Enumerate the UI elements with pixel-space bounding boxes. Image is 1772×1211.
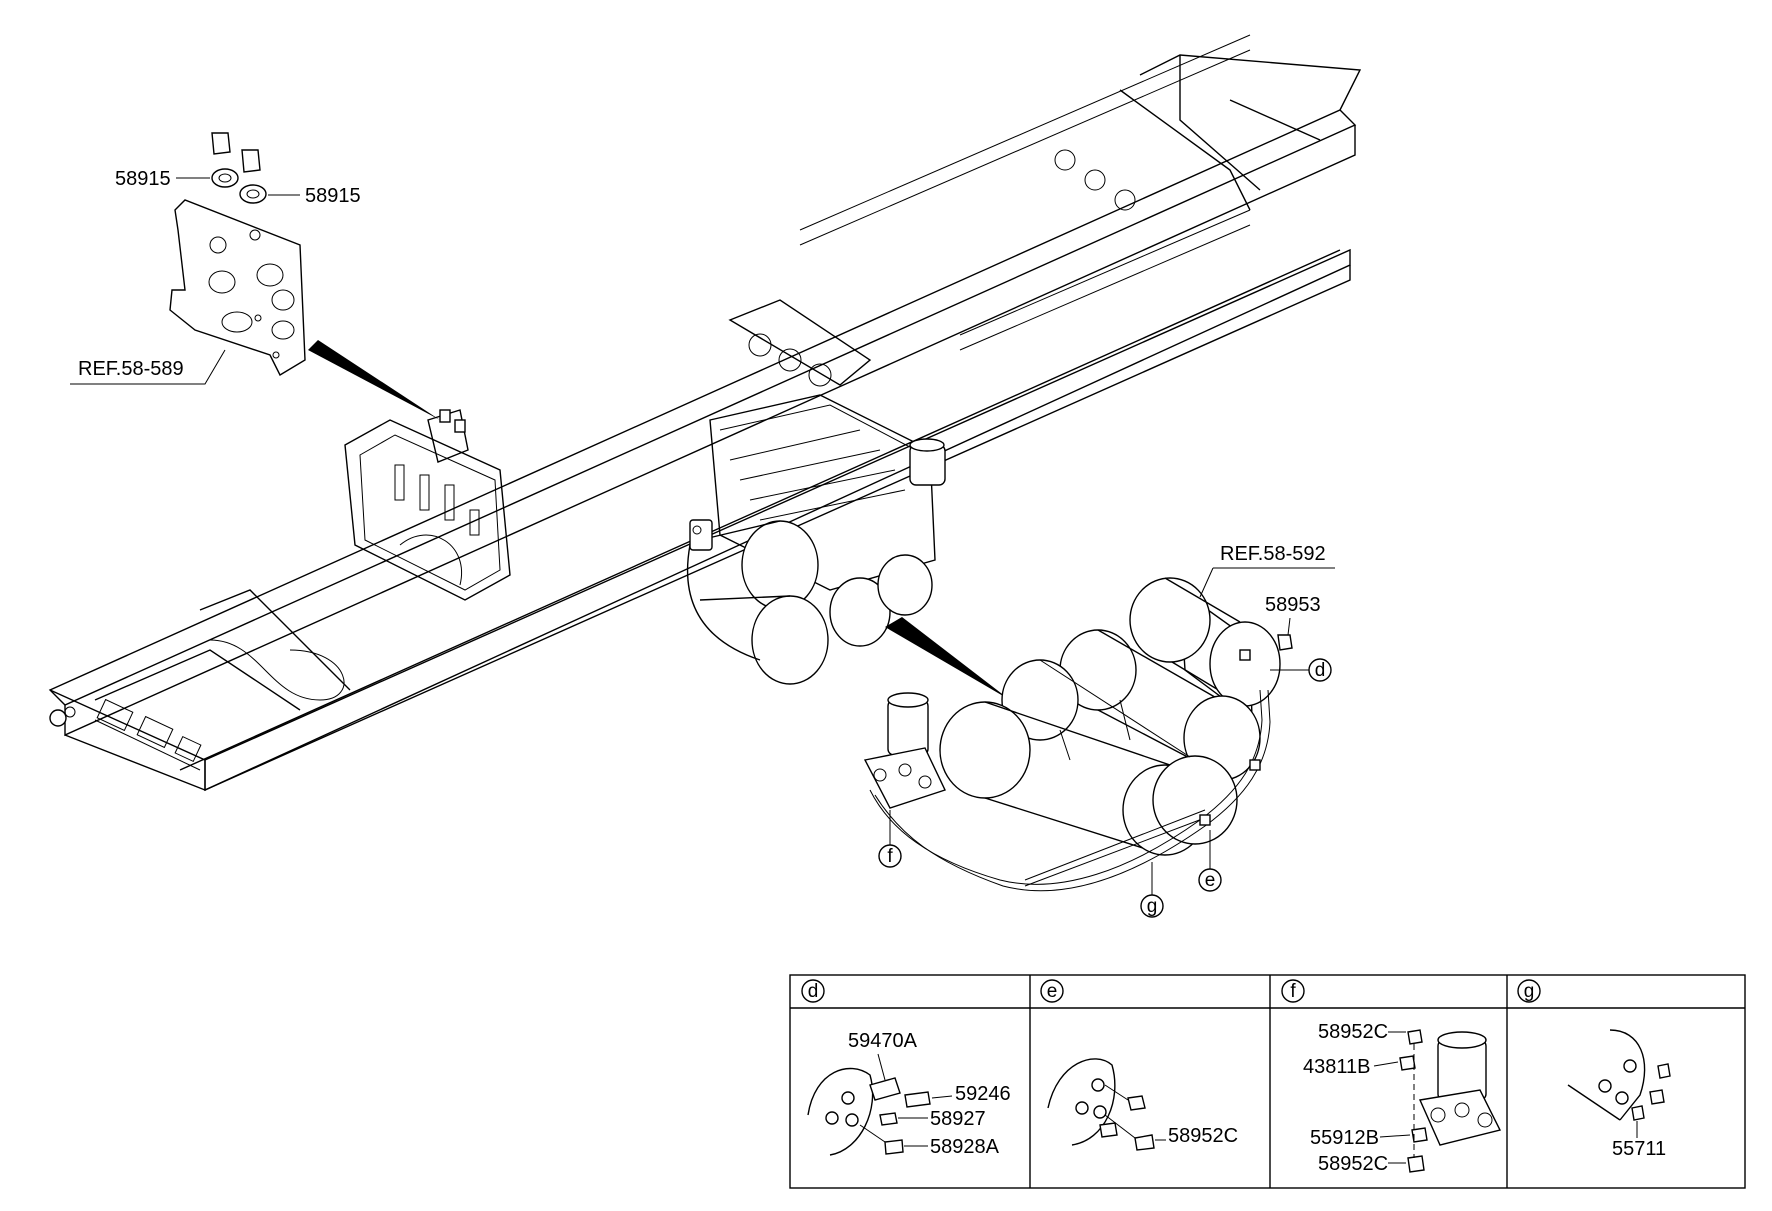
- label-59246: 59246: [955, 1083, 1011, 1105]
- label-58915-left: 58915: [115, 168, 171, 190]
- table-header-f: f: [1290, 981, 1296, 1002]
- callout-f: f: [887, 846, 893, 867]
- detail-table: [789, 974, 1746, 1189]
- chassis-frame: [48, 34, 1362, 792]
- callout-g: g: [1147, 896, 1158, 917]
- label-43811B: 43811B: [1303, 1056, 1370, 1078]
- label-58927: 58927: [930, 1108, 986, 1130]
- leader-ref-58-589: [70, 349, 226, 385]
- exploded-air-tanks: [863, 577, 1281, 892]
- label-58953: 58953: [1265, 594, 1321, 616]
- table-header-d-circle: [801, 979, 825, 1003]
- table-header-f-circle: [1281, 979, 1305, 1003]
- leader-43811B: [1373, 1061, 1399, 1067]
- table-header-d: d: [808, 981, 819, 1002]
- bolt-58915-right: [239, 149, 267, 204]
- detail-leader-wedge-1: [308, 340, 440, 420]
- detail-g-drawing: [1567, 1029, 1671, 1121]
- label-58915-right: 58915: [305, 185, 361, 207]
- label-ref-58-592: REF.58-592: [1220, 543, 1326, 565]
- label-55711: 55711: [1612, 1138, 1666, 1160]
- label-59470A: 59470A: [848, 1030, 918, 1052]
- table-header-e: e: [1047, 981, 1058, 1002]
- label-58952C-e: 58952C: [1168, 1125, 1238, 1147]
- leader-59470A: [877, 1053, 886, 1081]
- table-header-g-circle: [1517, 979, 1541, 1003]
- detail-d-drawing: [807, 1067, 931, 1156]
- label-55912B: 55912B: [1310, 1127, 1379, 1149]
- callout-d: d: [1315, 660, 1326, 681]
- tank-assembly-on-frame: [686, 394, 946, 685]
- leader-55912B: [1379, 1134, 1411, 1138]
- table-header-e-circle: [1040, 979, 1064, 1003]
- callout-e: e: [1205, 870, 1216, 891]
- label-ref-58-589: REF.58-589: [78, 358, 184, 380]
- leader-58953: [1287, 617, 1291, 636]
- detail-e-drawing: [1047, 1058, 1155, 1151]
- label-58952C-f-top: 58952C: [1318, 1021, 1388, 1043]
- leader-59246: [931, 1095, 953, 1099]
- cab-mount-bracket: [344, 419, 511, 601]
- label-58928A: 58928A: [930, 1136, 1000, 1158]
- exploded-bracket: [169, 199, 306, 376]
- fitting-58953: [1277, 634, 1293, 651]
- label-58952C-f-bottom: 58952C: [1318, 1153, 1388, 1175]
- table-header-g: g: [1524, 981, 1535, 1002]
- detail-f-drawing: [1399, 1029, 1502, 1173]
- junction-block: [427, 409, 469, 463]
- leader-ref-58-592: [1199, 567, 1214, 598]
- detail-leader-wedge-2: [885, 617, 1010, 700]
- bolt-58915-left: [211, 132, 239, 188]
